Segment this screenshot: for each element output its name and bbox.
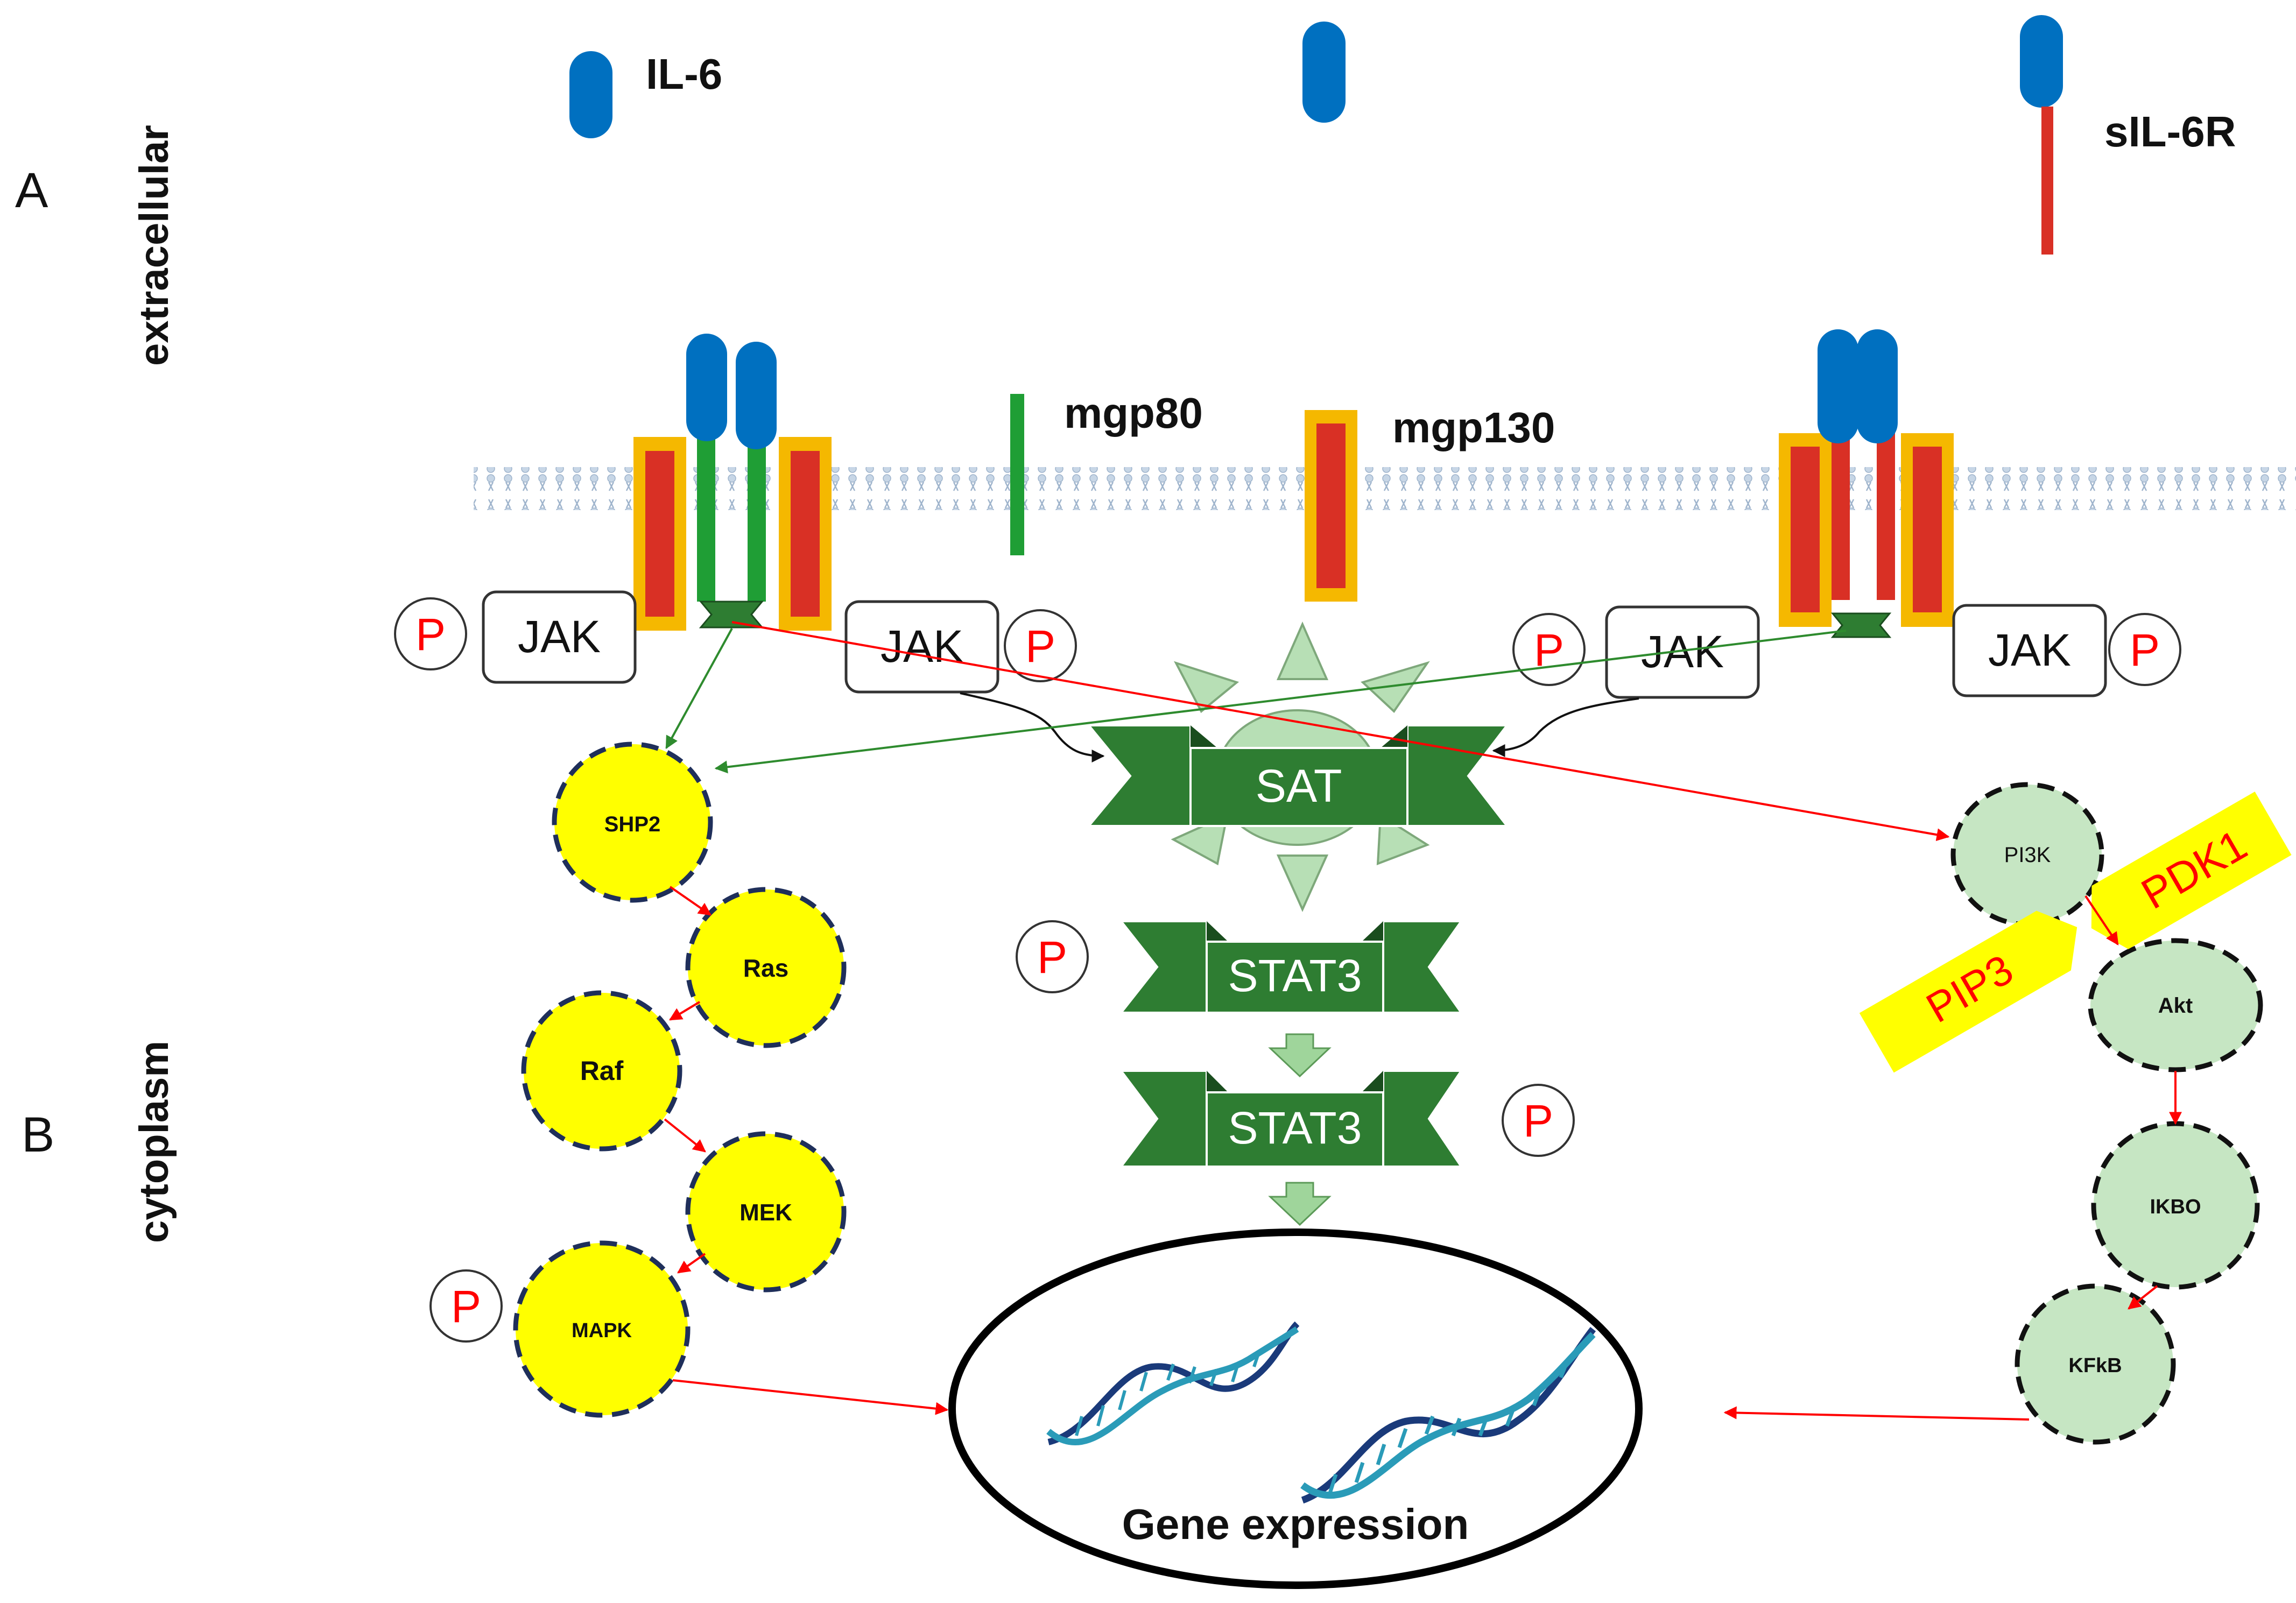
receptor-complex-right (1779, 329, 1954, 638)
node-raf: Raf (521, 990, 682, 1152)
node-mapk: MAPK (513, 1240, 691, 1418)
flow-arrow-stat3-2 (1268, 1182, 1332, 1226)
node-ikbo: IKBO (2091, 1121, 2260, 1290)
sat-label: SAT (1256, 760, 1342, 812)
phospho-circle-stat3-bottom: P (1502, 1084, 1575, 1157)
node-shp2: SHP2 (552, 742, 713, 903)
arrow-right-receptor-to-shp2 (714, 630, 1847, 774)
phospho-label: P (451, 1281, 481, 1332)
il6-ligand-free-2 (1302, 22, 1346, 123)
nucleus-label: Gene expression (1122, 1500, 1469, 1548)
node-mek: MEK (685, 1131, 847, 1293)
mgp130-label: mgp130 (1392, 404, 1555, 451)
phospho-circle-stat3-top: P (1016, 920, 1089, 993)
arrow-jak3-to-sat (1492, 697, 1639, 757)
arrow-pi3k-to-akt (2084, 895, 2119, 945)
node-akt: Akt (2088, 938, 2263, 1072)
node-label: PI3K (2004, 843, 2051, 867)
sil6r-ligand (2020, 15, 2063, 108)
arrow-ras-to-raf (668, 1001, 701, 1021)
node-pi3k: PI3K (1950, 782, 2104, 927)
phospho-label: P (1025, 621, 1055, 672)
section-label-b: B (22, 1107, 54, 1162)
cell-membrane (474, 467, 2296, 510)
jak-label-1: JAK (518, 611, 601, 662)
dna-helix-icon (1300, 1326, 1596, 1504)
arrow-ikbo-to-kfkb (2128, 1285, 2158, 1310)
mgp80-label: mgp80 (1064, 389, 1203, 437)
node-label: SHP2 (604, 813, 661, 836)
phospho-circle-jak1: P (394, 597, 467, 670)
nucleus (948, 1228, 1643, 1589)
arrow-left-receptor-to-pi3k (731, 621, 1950, 842)
flow-arrow-stat3-1 (1268, 1033, 1332, 1078)
pip3-tag: PIP3 (1859, 910, 2077, 1073)
phospho-label: P (1523, 1096, 1553, 1146)
section-label-a: A (15, 163, 48, 218)
arrow-shp2-to-ras (669, 886, 712, 916)
arrow-kfkb-to-nucleus (1723, 1406, 2030, 1421)
node-label: Akt (2158, 994, 2193, 1018)
node-label: IKBO (2150, 1196, 2201, 1218)
jak-box-2 (844, 600, 999, 694)
phospho-circle-mapk: P (429, 1269, 503, 1343)
node-label: MEK (739, 1199, 792, 1226)
sil6r-label: sIL-6R (2104, 108, 2236, 156)
phospho-circle-jak4: P (2108, 613, 2181, 686)
jak-box-3 (1605, 605, 1760, 699)
arrow-left-receptor-to-shp2 (665, 628, 733, 750)
jak-label-4: JAK (1988, 625, 2071, 675)
node-ras: Ras (685, 887, 847, 1048)
arrow-mek-to-mapk (677, 1253, 706, 1274)
sil6r-receptor-stalk (2041, 107, 2053, 255)
phospho-circle-jak3: P (1512, 613, 1586, 686)
sat-banner: SAT (1086, 724, 1510, 827)
node-label: KFkB (2068, 1354, 2122, 1377)
stat3-label-bottom: STAT3 (1228, 1103, 1362, 1153)
phospho-label: P (1037, 932, 1067, 983)
jak-box-1 (482, 590, 637, 684)
il6-ligand-free-1 (569, 51, 612, 138)
compartment-label-extracellular: extracellular (131, 125, 177, 366)
receptor-complex-left (633, 334, 832, 631)
phospho-label: P (2130, 625, 2160, 675)
il6-label: IL-6 (646, 50, 722, 98)
pdk1-tag: PDK1 (2091, 792, 2292, 949)
stat3-banner-bottom: STAT3 (1118, 1070, 1463, 1168)
dna-helix-icon (1046, 1321, 1300, 1446)
arrow-mapk-to-nucleus (672, 1379, 949, 1415)
phospho-circle-jak2: P (1004, 609, 1077, 682)
node-kfkb: KFkB (2015, 1283, 2176, 1445)
jak-label-2: JAK (881, 621, 963, 672)
node-label: MAPK (572, 1319, 632, 1342)
compartment-label-cytoplasm: cytoplasm (131, 1041, 177, 1243)
mgp130-receptor-free-core (1316, 423, 1346, 588)
node-label: Raf (580, 1056, 624, 1086)
jak-box-4 (1952, 604, 2107, 697)
node-label: Ras (743, 954, 788, 982)
stat3-banner-top: STAT3 (1118, 920, 1463, 1014)
mgp80-receptor-free (1010, 394, 1024, 555)
stat3-label-top: STAT3 (1228, 950, 1362, 1001)
phospho-label: P (415, 609, 446, 660)
arrow-raf-to-mek (664, 1118, 706, 1153)
